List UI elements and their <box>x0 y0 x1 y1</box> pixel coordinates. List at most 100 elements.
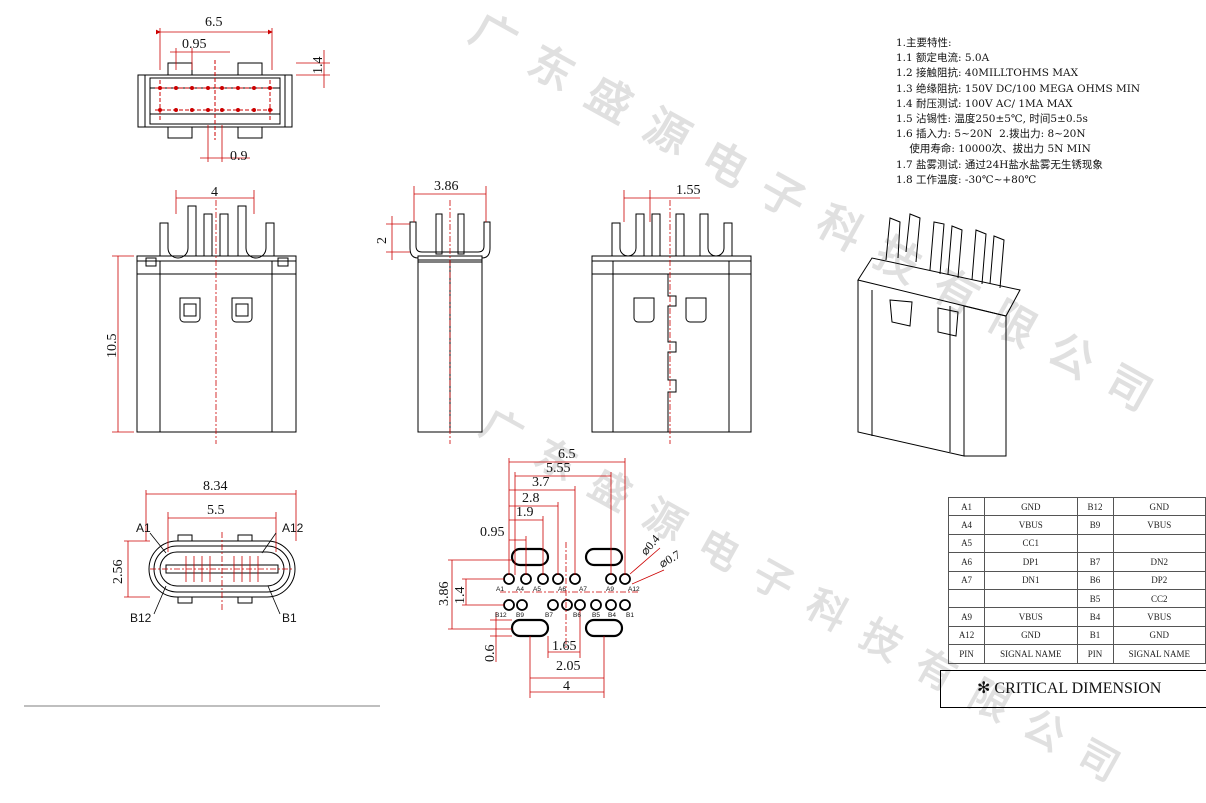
signal-cell: VBUS <box>984 515 1078 535</box>
spec-line: 使用寿命: 10000次、拔出力 5N MIN <box>896 143 1091 156</box>
spec-line: 1.8 工作温度: -30℃~+80℃ <box>896 173 1037 186</box>
pad-label-a6: A6 <box>558 586 566 593</box>
pad-label-a4: A4 <box>516 586 524 593</box>
dim-pcb-1-9: 1.9 <box>516 505 534 520</box>
signal-cell: GND <box>984 496 1078 517</box>
pin-cell: B12 <box>1076 496 1114 517</box>
pin-cell: A1 <box>947 496 986 517</box>
side-view <box>386 186 491 444</box>
dim-pcb-5-55: 5.55 <box>546 461 571 476</box>
pin-header: PIN <box>1076 644 1114 664</box>
signal-cell <box>1112 533 1206 554</box>
pin-cell <box>1076 533 1114 554</box>
dim-pcb-0-6: 0.6 <box>483 645 498 663</box>
dim-top-pitch: 0.95 <box>182 37 207 52</box>
dim-pcb-3-86: 3.86 <box>437 582 452 607</box>
signal-cell: VBUS <box>1112 607 1206 627</box>
dim-front-width: 4 <box>211 185 218 200</box>
pcb-layout <box>448 458 665 698</box>
signal-cell: DN1 <box>984 570 1078 590</box>
signal-cell <box>984 588 1078 609</box>
pin-cell: A12 <box>947 625 986 646</box>
dim-front-height: 10.5 <box>105 334 120 359</box>
dim-face-inner: 5.5 <box>207 503 225 518</box>
spec-line: 1.2 接触阻抗: 40MILLTOHMS MAX <box>896 67 1079 80</box>
signal-cell: DP2 <box>1112 570 1206 590</box>
dim-face-width: 8.34 <box>203 479 228 494</box>
dim-top-height: 1.4 <box>311 57 326 75</box>
pad-label-b12: B12 <box>495 612 507 619</box>
dim-side-pin: 2 <box>375 237 390 244</box>
dim-pcb-1-65: 1.65 <box>552 639 577 654</box>
dim-pcb-2-8: 2.8 <box>522 491 540 506</box>
spec-line: 1.5 沾锡性: 温度250±5℃, 时间5±0.5s <box>896 113 1088 126</box>
signal-cell: CC1 <box>984 533 1078 554</box>
rear-view <box>591 190 752 444</box>
dim-rear-width: 1.55 <box>676 183 701 198</box>
pin-cell: A5 <box>947 533 986 554</box>
pin-cell: B5 <box>1076 588 1114 609</box>
spec-line: 1.6 插入力: 5~20N 2.拨出力: 8~20N <box>896 128 1086 141</box>
signal-cell: VBUS <box>984 607 1078 627</box>
dim-pcb-3-7: 3.7 <box>532 475 550 490</box>
face-label-a1: A1 <box>136 521 151 535</box>
pad-label-a1: A1 <box>496 586 504 593</box>
front-view <box>112 190 297 444</box>
signal-header: SIGNAL NAME <box>984 644 1078 664</box>
signal-cell: GND <box>1112 625 1206 646</box>
pad-label-a5: A5 <box>533 586 541 593</box>
face-label-a12: A12 <box>282 521 304 535</box>
pin-cell: B9 <box>1076 515 1114 535</box>
drawing-canvas: 6.5 0.95 1.4 0.9 4 10.5 3.86 2 1.55 8.34… <box>24 15 1021 707</box>
specs-title: 1.主要特性: <box>896 37 952 49</box>
pin-cell: B6 <box>1076 570 1114 590</box>
specs-block: 1.主要特性: 1.1 额定电流: 5.0A 1.2 接触阻抗: 40MILLT… <box>896 36 1140 188</box>
signal-cell: VBUS <box>1112 515 1206 535</box>
dim-pcb-d07: ⌀0.7 <box>657 547 683 570</box>
isometric-view <box>857 213 1021 457</box>
pad-label-b4: B4 <box>608 612 616 619</box>
pin-cell: B7 <box>1076 552 1114 572</box>
pin-cell: A4 <box>947 515 986 535</box>
spec-line: 1.1 额定电流: 5.0A <box>896 52 990 65</box>
pad-label-b1: B1 <box>626 612 634 619</box>
pin-cell: A7 <box>947 570 986 590</box>
pin-cell: A6 <box>947 552 986 572</box>
dim-pcb-0-95: 0.95 <box>480 525 505 540</box>
pad-label-b9: B9 <box>516 612 524 619</box>
dim-side-width: 3.86 <box>434 179 459 194</box>
signal-cell: GND <box>1112 496 1206 517</box>
dim-pcb-d04: ⌀0.4 <box>638 532 663 558</box>
dim-top-offset: 0.9 <box>230 149 248 164</box>
pad-label-a9: A9 <box>606 586 614 593</box>
pin-cell <box>947 588 986 609</box>
dim-pcb-6-5: 6.5 <box>558 447 576 462</box>
dim-top-width: 6.5 <box>205 15 223 30</box>
pin-cell: B4 <box>1076 607 1114 627</box>
signal-header: SIGNAL NAME <box>1112 644 1206 664</box>
face-view <box>124 490 297 615</box>
spec-line: 1.7 盐雾测试: 通过24H盐水盐雾无生锈现象 <box>896 158 1103 171</box>
pad-label-b5: B5 <box>592 612 600 619</box>
dim-pcb-2-05: 2.05 <box>556 659 581 674</box>
signal-cell: GND <box>984 625 1078 646</box>
pin-header: PIN <box>947 644 986 664</box>
pin-cell: A9 <box>947 607 986 627</box>
face-label-b12: B12 <box>130 611 152 625</box>
dim-pcb-1-4: 1.4 <box>453 587 468 605</box>
top-view <box>137 28 330 162</box>
spec-line: 1.4 耐压测试: 100V AC/ 1MA MAX <box>896 97 1073 110</box>
pad-label-a12: A12 <box>628 586 640 593</box>
pad-label-b6: B6 <box>573 612 581 619</box>
dim-pcb-4: 4 <box>563 679 570 694</box>
